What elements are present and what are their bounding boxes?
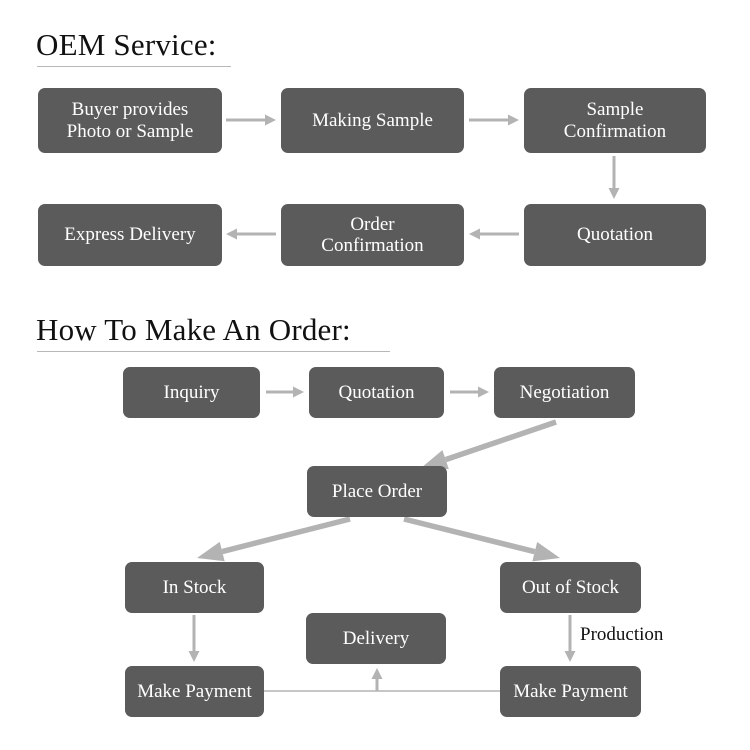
node-place-order[interactable]: Place Order <box>307 466 447 517</box>
node-in-stock[interactable]: In Stock <box>125 562 264 613</box>
node-out-of-stock[interactable]: Out of Stock <box>500 562 641 613</box>
section-underline-how-to-make-an-order <box>37 351 390 352</box>
node-negotiation[interactable]: Negotiation <box>494 367 635 418</box>
node-order-confirmation[interactable]: Order Confirmation <box>281 204 464 266</box>
node-inquiry[interactable]: Inquiry <box>123 367 260 418</box>
node-express-delivery[interactable]: Express Delivery <box>38 204 222 266</box>
order-confirmation-to-express-delivery <box>226 228 276 240</box>
buyer-to-making-sample <box>226 114 276 126</box>
quotation-to-negotiation <box>450 386 489 398</box>
section-underline-oem-service <box>37 66 231 67</box>
out-of-stock-to-make-payment-right <box>564 615 576 662</box>
node-making-sample[interactable]: Making Sample <box>281 88 464 153</box>
node-delivery[interactable]: Delivery <box>306 613 446 664</box>
place-order-to-in-stock <box>197 516 351 562</box>
edge-label-production-label: Production <box>580 624 664 645</box>
place-order-to-out-of-stock <box>403 516 560 562</box>
sample-confirmation-to-quotation <box>608 156 620 199</box>
delivery-feed-arrow <box>371 668 383 691</box>
node-sample-confirmation[interactable]: Sample Confirmation <box>524 88 706 153</box>
section-title-how-to-make-an-order: How To Make An Order: <box>36 312 351 347</box>
node-make-payment-right[interactable]: Make Payment <box>500 666 641 717</box>
inquiry-to-quotation <box>266 386 304 398</box>
quotation-to-order-confirmation <box>469 228 519 240</box>
in-stock-to-make-payment-left <box>188 615 200 662</box>
node-make-payment-left[interactable]: Make Payment <box>125 666 264 717</box>
negotiation-to-place-order <box>421 419 557 470</box>
making-sample-to-sample-confirmation <box>469 114 519 126</box>
node-buyer-provides-photo-or-sample[interactable]: Buyer provides Photo or Sample <box>38 88 222 153</box>
node-quotation-order[interactable]: Quotation <box>309 367 444 418</box>
section-title-oem-service: OEM Service: <box>36 27 217 62</box>
node-quotation-oem[interactable]: Quotation <box>524 204 706 266</box>
